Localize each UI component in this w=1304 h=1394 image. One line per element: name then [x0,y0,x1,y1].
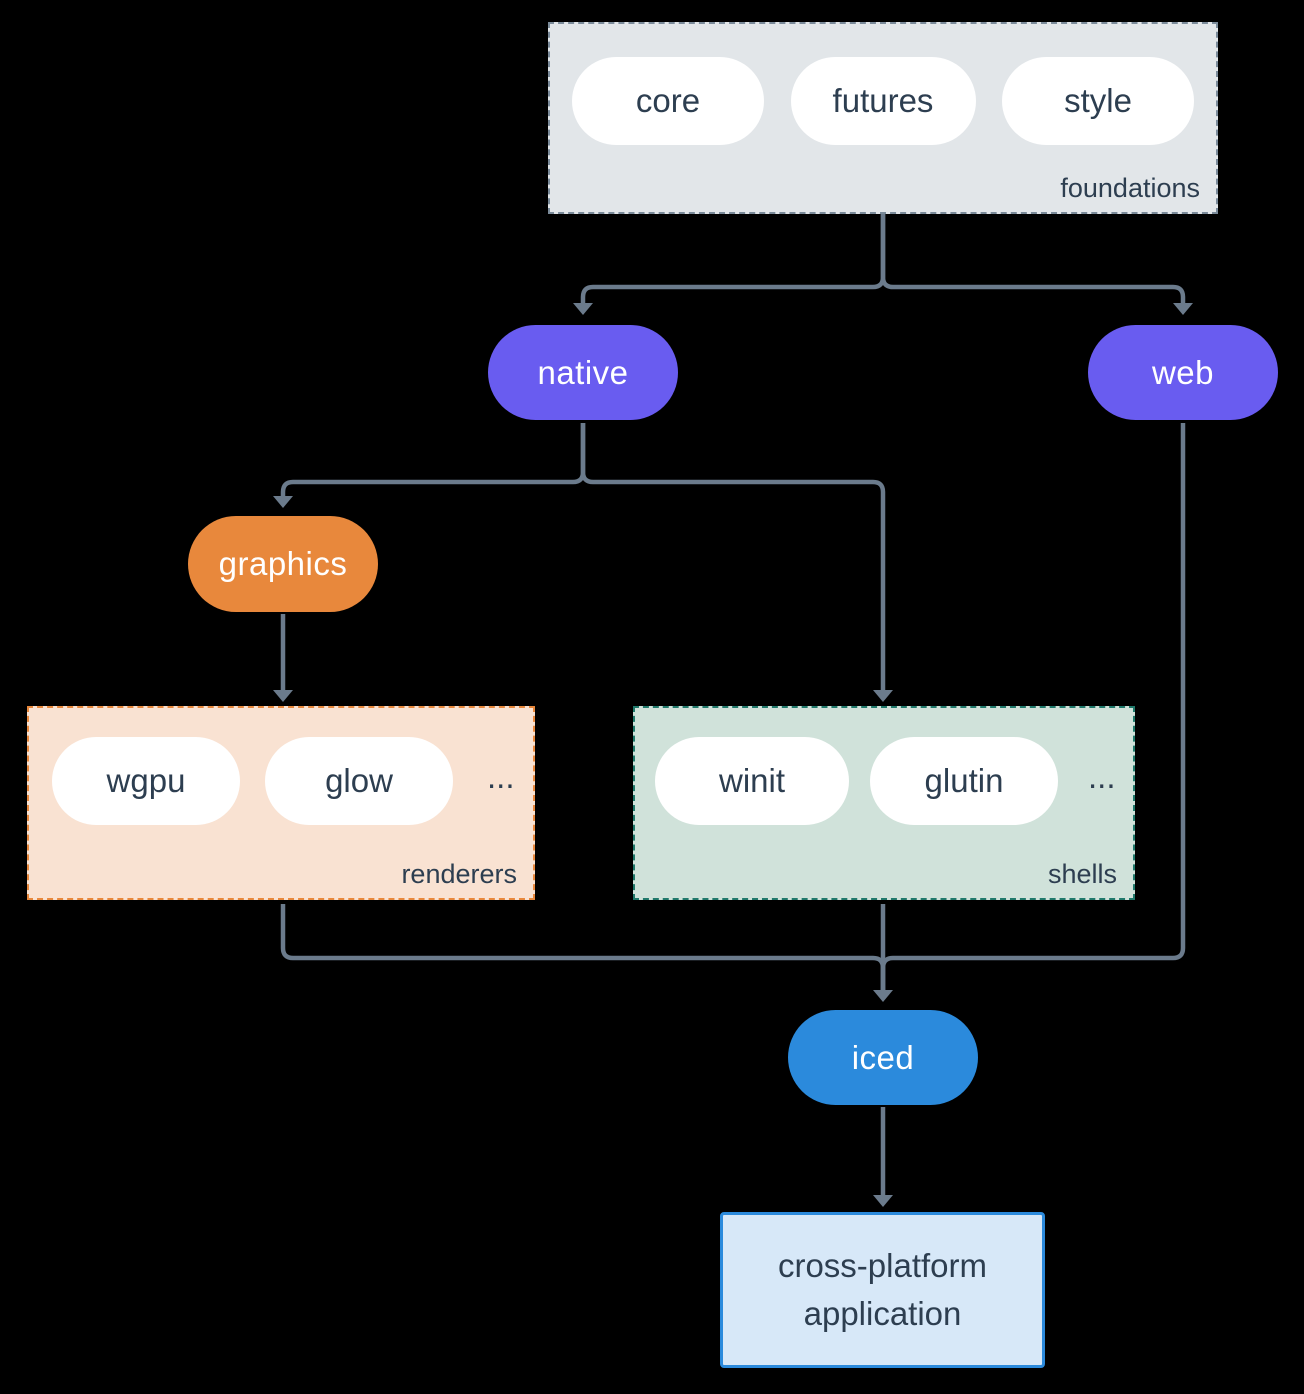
shells-ellipsis: ... [1088,758,1116,795]
node-style: style [1002,57,1194,145]
node-glutin: glutin [870,737,1058,825]
renderers-label: renderers [401,859,517,889]
shells-label: shells [1047,859,1117,889]
node-futures: futures [790,57,976,145]
shells-group: winit glutin ... shells [633,706,1135,900]
renderers-pill-row: wgpu glow ... [29,708,533,825]
arrow-native-to-graphics [273,423,586,508]
renderers-group: wgpu glow ... renderers [27,706,535,900]
foundations-group: core futures style foundations [548,22,1218,214]
shells-pill-row: winit glutin ... [635,708,1133,825]
arrow-renderers-to-iced [280,904,886,990]
node-iced: iced [788,1010,978,1105]
renderers-ellipsis: ... [487,758,515,795]
node-cross-platform-application: cross-platform application [720,1212,1045,1368]
arrow-foundations-to-native [573,214,886,315]
foundations-label: foundations [1060,173,1200,203]
node-graphics: graphics [188,516,378,612]
node-core: core [572,57,764,145]
node-wgpu: wgpu [52,737,240,825]
arrow-native-to-shells [580,423,893,702]
node-winit: winit [655,737,849,825]
node-glow: glow [265,737,453,825]
node-web: web [1088,325,1278,420]
node-native: native [488,325,678,420]
foundations-pill-row: core futures style [550,24,1216,145]
arrow-foundations-to-web [880,214,1193,315]
